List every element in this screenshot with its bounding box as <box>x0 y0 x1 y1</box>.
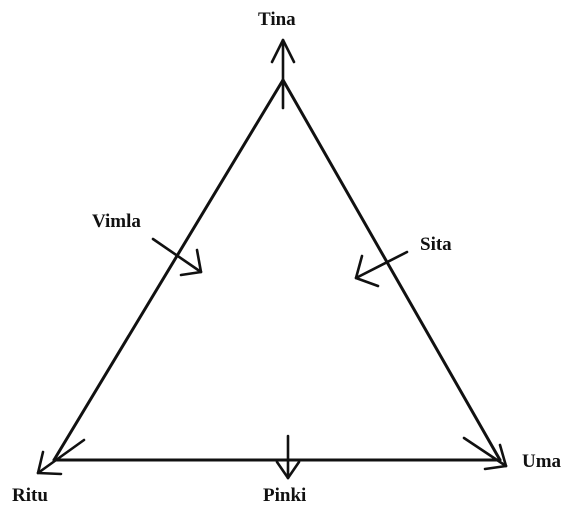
label-pinki: Pinki <box>263 485 307 506</box>
pinki-arrow <box>275 434 301 480</box>
label-vimla: Vimla <box>92 211 141 232</box>
label-uma: Uma <box>522 451 562 472</box>
edge-left <box>52 78 285 462</box>
sita-arrow <box>354 250 409 288</box>
edge-right <box>281 78 502 462</box>
label-sita: Sita <box>420 234 452 255</box>
uma-arrow <box>462 436 508 471</box>
vimla-arrow <box>151 237 203 277</box>
label-ritu: Ritu <box>12 485 48 506</box>
label-tina: Tina <box>258 9 296 30</box>
tina-arrow <box>270 38 296 110</box>
ritu-arrow <box>36 438 86 476</box>
